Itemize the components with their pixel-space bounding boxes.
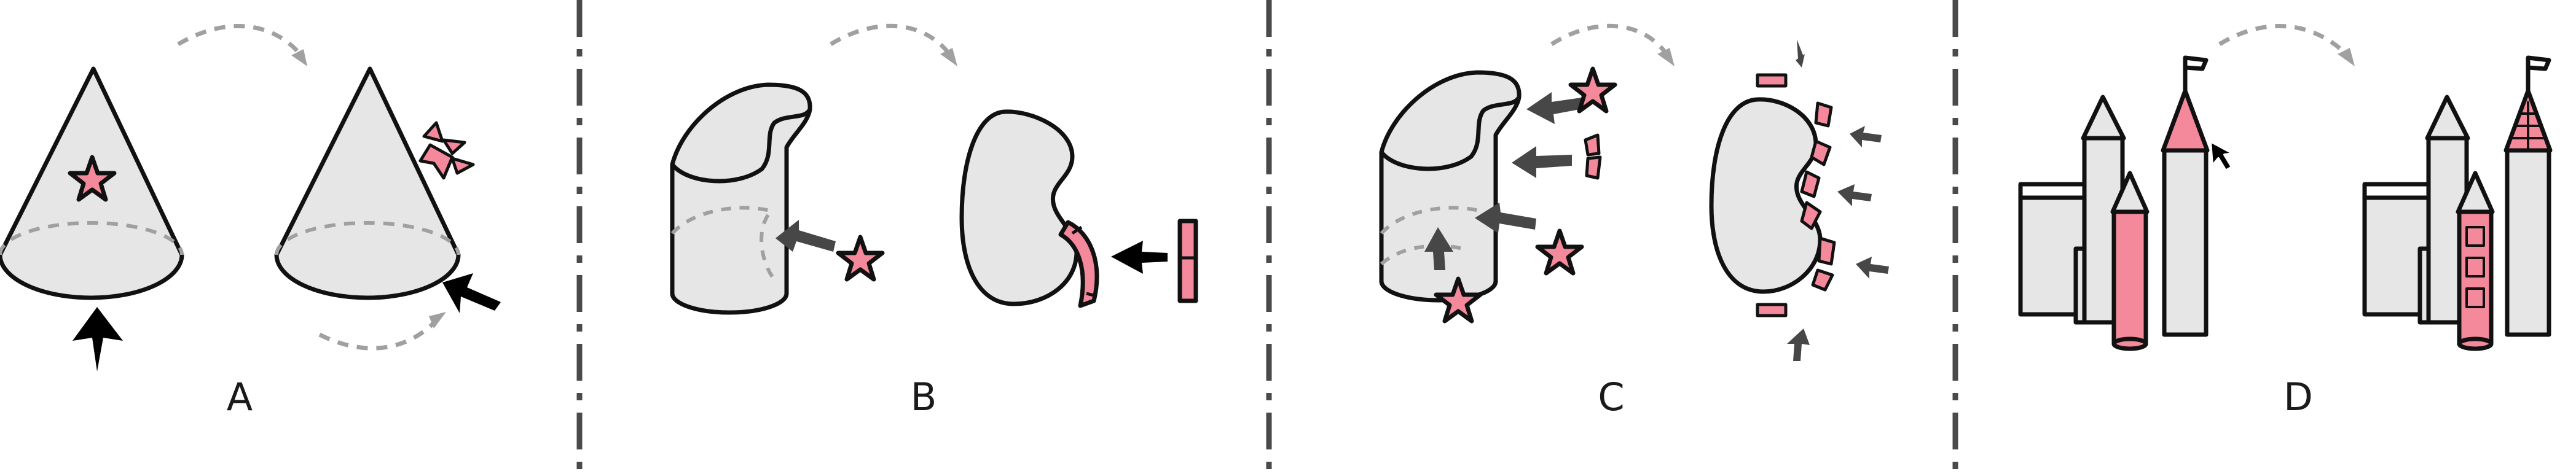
panel-b — [670, 23, 1198, 315]
panel-d — [2018, 24, 2553, 351]
dashed-curve-d-top — [2218, 24, 2349, 57]
black-diagonal-arrow — [442, 273, 501, 313]
castle-after — [2362, 55, 2553, 351]
panel-label-b: B — [910, 375, 937, 419]
bean-cylinder-c — [1379, 70, 1522, 303]
cursor-arrow — [2209, 140, 2234, 172]
roof-tiles — [2510, 101, 2547, 150]
dark-arrows-c — [1424, 92, 1587, 270]
star-c-mid — [1537, 231, 1582, 273]
panel-a — [0, 24, 501, 371]
pink-bar — [1177, 219, 1198, 303]
tower-windows — [2465, 226, 2485, 308]
fragment-c — [1584, 133, 1602, 180]
dashed-curve-a-top — [177, 24, 303, 57]
small-arrows-c — [1787, 39, 1889, 361]
panel-label-d: D — [2283, 375, 2313, 419]
bean-shape — [959, 109, 1079, 306]
dashed-curve-c-top — [1550, 23, 1668, 56]
pink-arc-segment — [1058, 220, 1099, 308]
armor-segments — [1756, 73, 1836, 317]
panel-c — [1379, 23, 1889, 361]
fragmented-star — [418, 121, 475, 180]
dark-arrow-into-cylinder — [776, 220, 836, 252]
star-b — [838, 237, 882, 279]
bean-shape-c — [1709, 97, 1823, 294]
bean-cylinder — [670, 82, 812, 315]
cone-before — [0, 66, 184, 300]
black-left-arrow — [1111, 241, 1168, 274]
castle-before — [2018, 55, 2210, 351]
pink-roof-target — [2161, 88, 2210, 153]
panel-label-c: C — [1598, 375, 1625, 419]
black-up-arrow — [73, 307, 123, 371]
panel-label-a: A — [226, 375, 253, 419]
dashed-curve-a-bottom — [318, 317, 439, 351]
cone-after — [274, 66, 461, 300]
dashed-curve-b-top — [830, 23, 951, 56]
